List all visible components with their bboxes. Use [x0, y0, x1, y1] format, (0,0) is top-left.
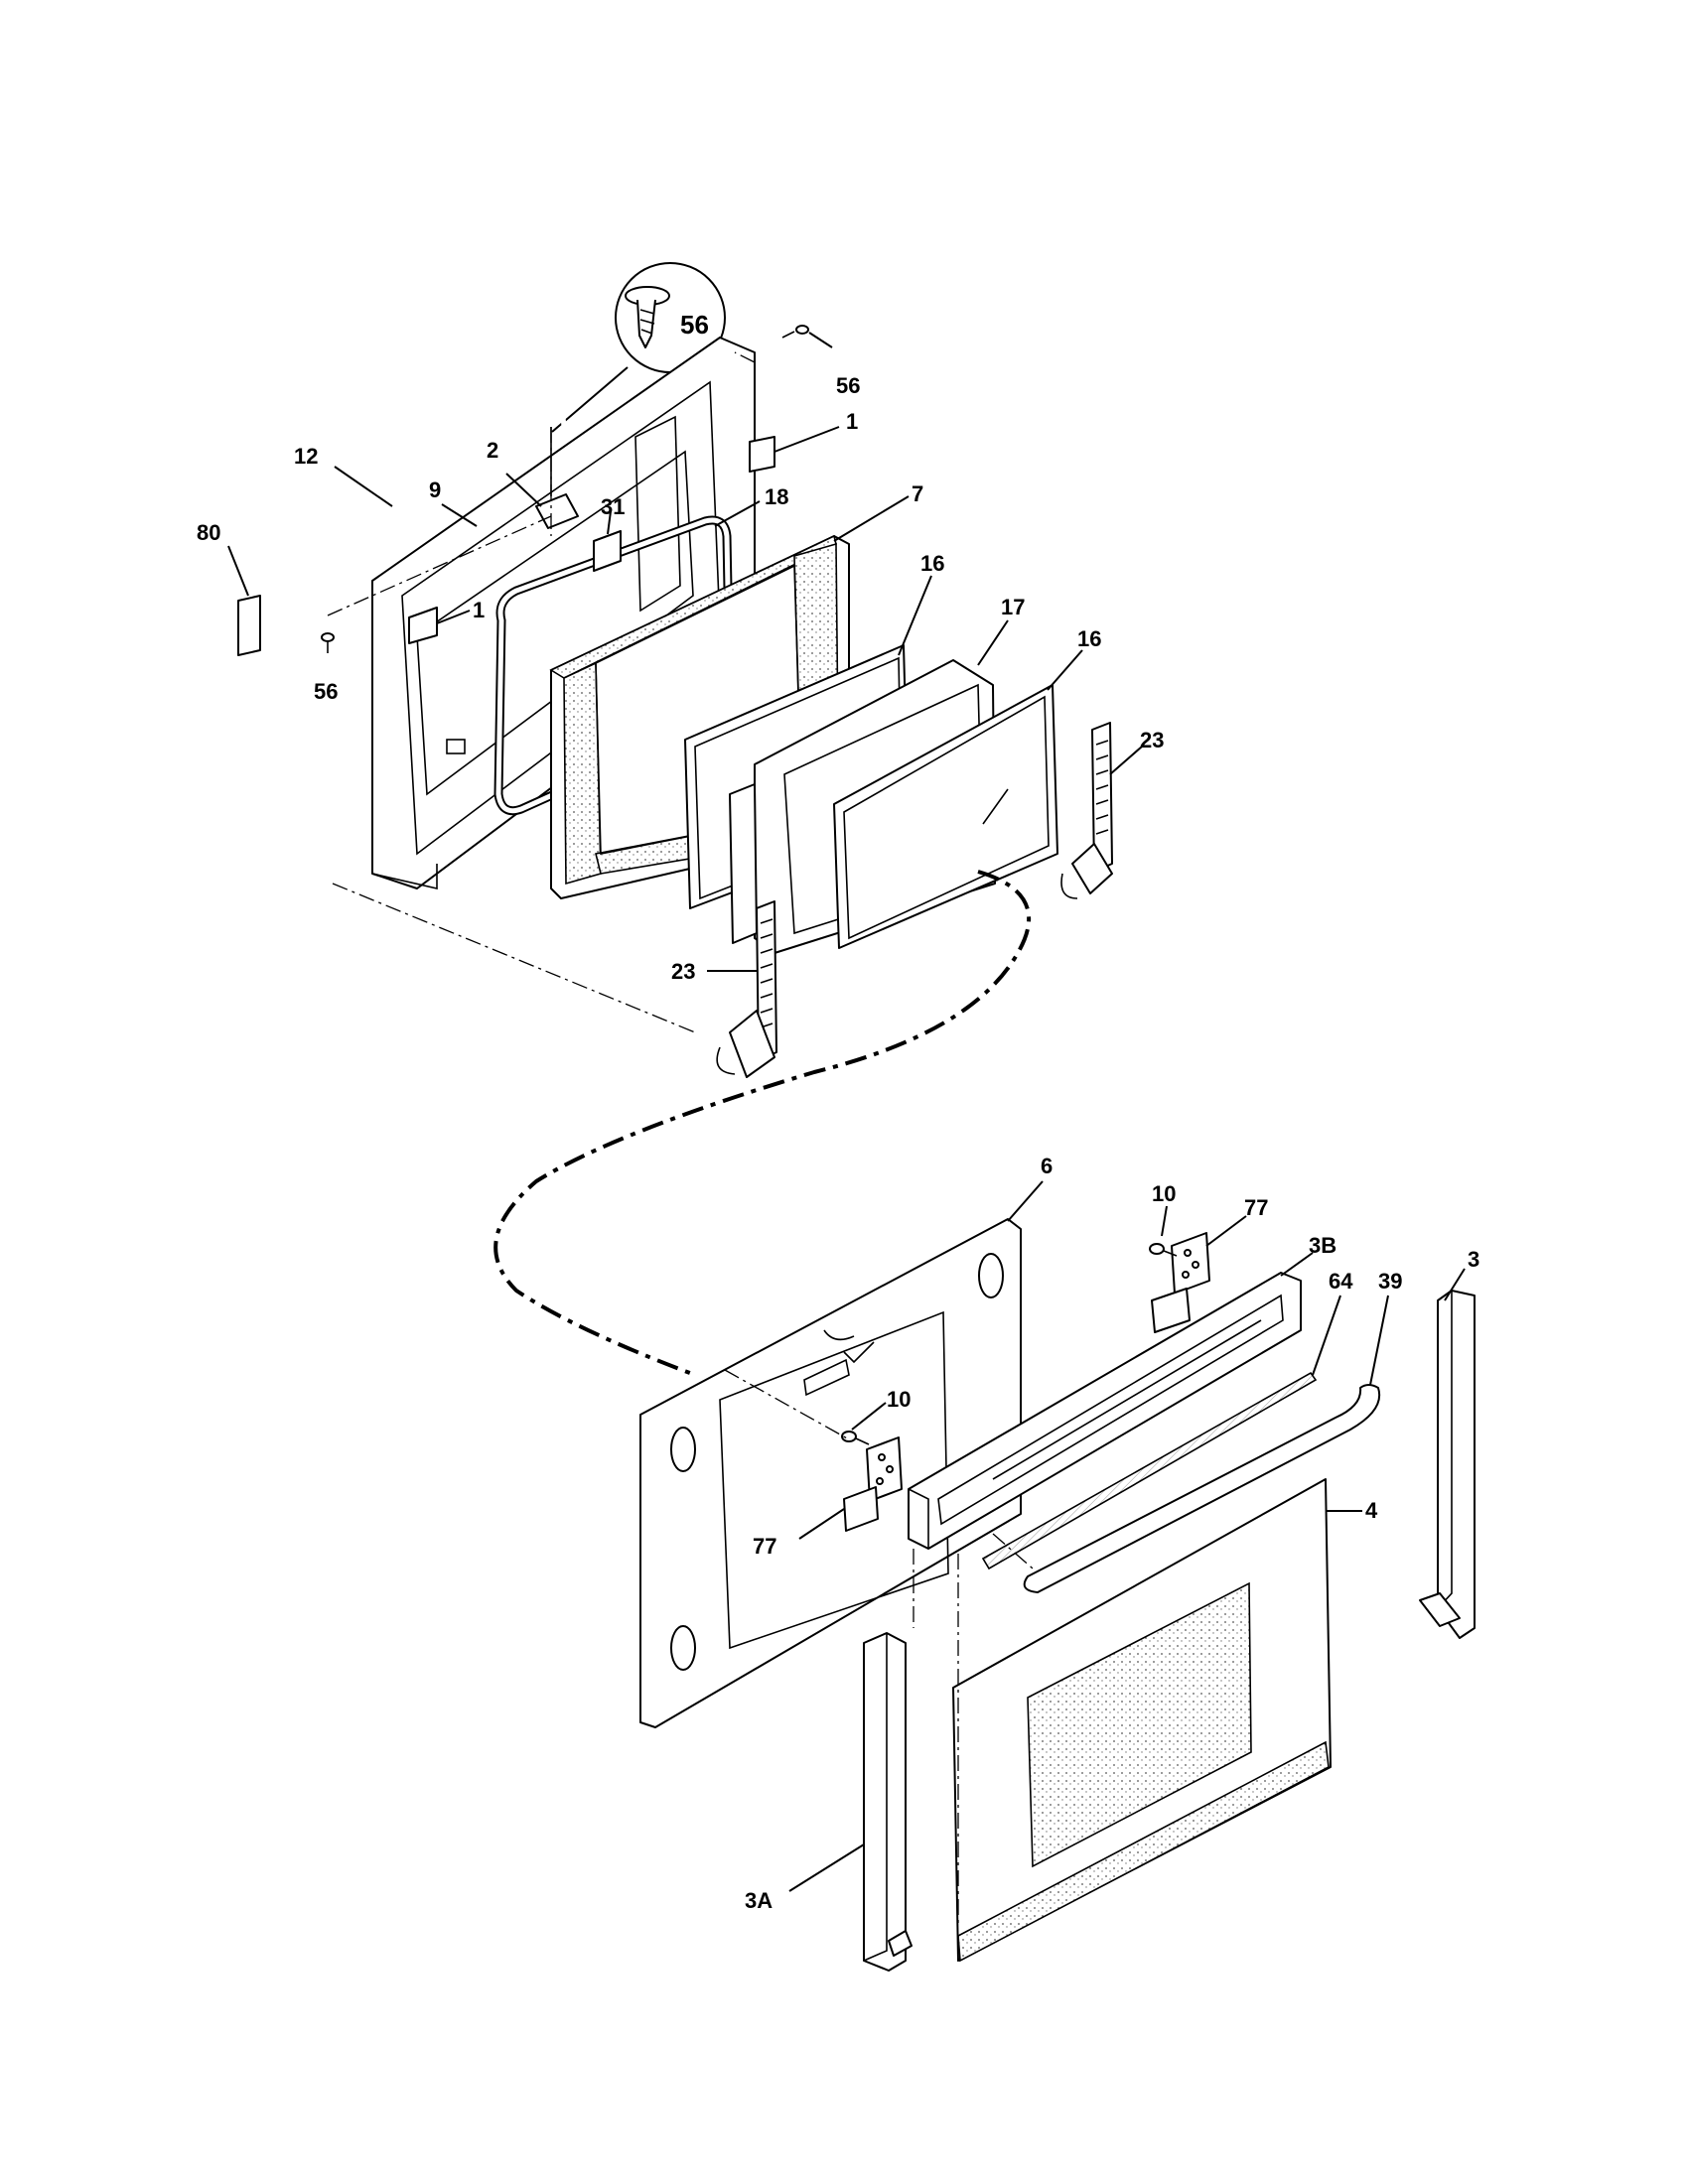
inner-door-assembly [237, 262, 1113, 1078]
callout-labels: 56 56 1 12 2 9 80 1 56 31 18 7 [197, 310, 1479, 1913]
callout-bracket-top: 1 [846, 409, 858, 434]
callout-label: 80 [197, 520, 220, 545]
callout-clip: 2 [487, 438, 498, 463]
callout-handle-39: 39 [1378, 1269, 1402, 1294]
callout-bracket-mid: 1 [473, 598, 485, 622]
callout-hinge-right: 23 [1140, 728, 1164, 752]
hinge-bracket-lower [843, 1436, 903, 1532]
callout-glass-16a: 16 [920, 551, 944, 576]
callout-screw-top: 56 [836, 373, 860, 398]
assembly-connector-line [493, 870, 1032, 1377]
callout-glass-frame: 7 [912, 481, 923, 506]
callout-glass-16b: 16 [1077, 626, 1101, 651]
callout-gasket: 12 [294, 444, 318, 469]
door-handle [1023, 1384, 1381, 1593]
outer-door-assembly [639, 1218, 1476, 1972]
callout-door-glass-4: 4 [1365, 1498, 1378, 1523]
callout-outer-panel: 6 [1041, 1154, 1053, 1178]
callout-screw-detail: 56 [680, 310, 709, 340]
door-outer-panel [639, 1218, 1022, 1728]
screw-top-right [781, 325, 809, 339]
door-side-trim-right [1419, 1290, 1476, 1639]
callout-screw-10-top: 10 [1152, 1181, 1176, 1206]
callout-side-trim-3a: 3A [745, 1888, 773, 1913]
retainer-bracket [593, 530, 622, 572]
callout-screw-left: 56 [314, 679, 338, 704]
callout-glass-17: 17 [1001, 595, 1025, 619]
callout-hinge-left: 23 [671, 959, 695, 984]
door-hinge-right [1060, 722, 1113, 899]
callout-liner: 9 [429, 478, 441, 502]
door-side-trim-left [863, 1632, 913, 1972]
callout-gasket-64: 64 [1329, 1269, 1353, 1294]
door-hinge-left [716, 900, 777, 1078]
callout-hinge-bracket-mid: 77 [753, 1534, 776, 1559]
glass-bracket-lower [408, 607, 438, 644]
callout-screw-10-mid: 10 [887, 1387, 911, 1412]
serial-label [237, 595, 261, 656]
handle-gasket [981, 1371, 1318, 1570]
screw-left [321, 632, 335, 653]
door-glass-pane-inner [833, 684, 1058, 949]
screw-10-lower [841, 1431, 870, 1445]
callout-trim-3b: 3B [1309, 1233, 1336, 1258]
glass-bracket-upper [749, 436, 775, 473]
door-clip [535, 493, 579, 529]
door-outer-glass [952, 1478, 1332, 1963]
hinge-bracket-upper [1151, 1232, 1210, 1333]
callout-seal: 18 [765, 484, 788, 509]
door-top-trim [908, 1272, 1302, 1550]
screw-10-upper [1149, 1243, 1178, 1257]
callout-hinge-bracket-top: 77 [1244, 1195, 1268, 1220]
callout-side-trim-3: 3 [1468, 1247, 1479, 1272]
callout-bracket-31: 31 [601, 494, 625, 519]
